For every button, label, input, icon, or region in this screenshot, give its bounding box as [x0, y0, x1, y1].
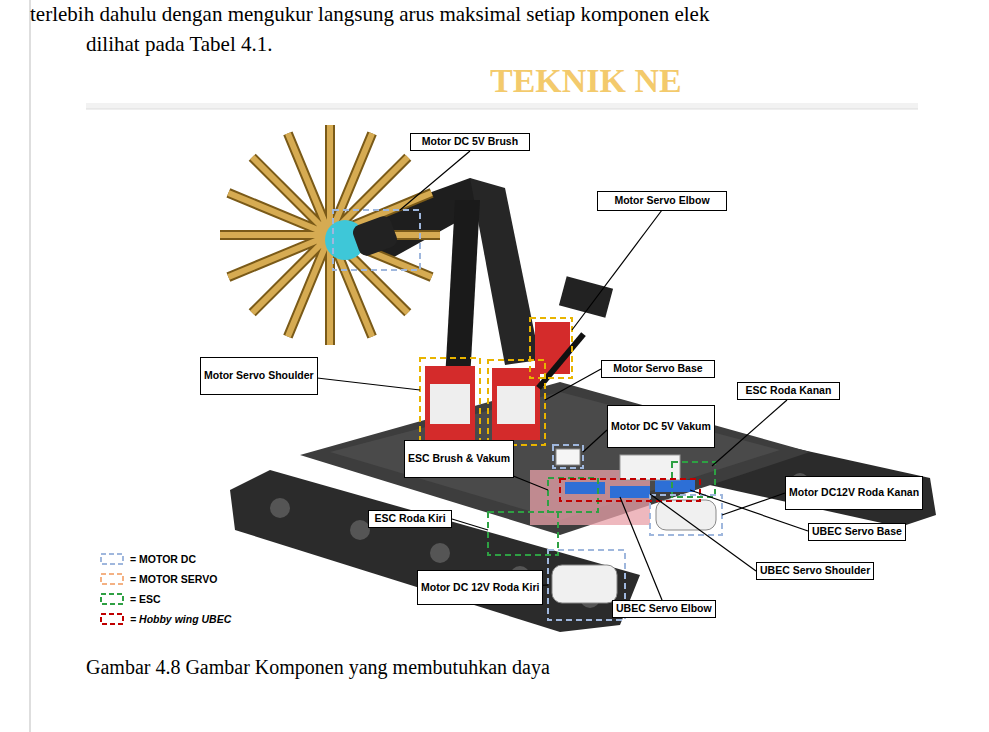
figure-caption: Gambar 4.8 Gambar Komponen yang membutuh…	[86, 656, 550, 679]
esc-marker	[548, 478, 598, 512]
callout-text: Motor Servo Base	[613, 362, 702, 375]
callout-text: Motor DC 12V Roda Kiri	[421, 581, 539, 594]
callout-text: Motor DC 5V Vakum	[611, 420, 711, 433]
ubec-module	[655, 480, 695, 492]
callout-box: UBEC Servo Shoulder	[756, 562, 874, 580]
servo-marker	[420, 358, 480, 445]
ubec-module	[610, 486, 650, 498]
callout-box: Motor DC12V Roda Kanan	[785, 476, 923, 510]
callout-text: Motor DC12V Roda Kanan	[789, 486, 919, 499]
vacuum-motor	[556, 449, 580, 465]
servo	[497, 386, 535, 424]
callout-text: UBEC Servo Elbow	[616, 602, 712, 615]
callout-box: Motor DC 5V Brush	[410, 133, 530, 151]
legend-entry: = MOTOR DC	[100, 553, 196, 565]
callout-text: ESC Roda Kiri	[374, 512, 445, 525]
base-plate	[300, 382, 810, 535]
legend-swatch	[100, 593, 124, 605]
callout-box: UBEC Servo Elbow	[612, 600, 716, 618]
callout-box: Motor Servo Elbow	[597, 191, 727, 211]
drive-motor	[552, 565, 617, 603]
margin-line	[30, 0, 31, 732]
motor-dc-marker	[650, 495, 722, 535]
legend-swatch	[100, 553, 124, 565]
body-text: terlebih dahulu dengan mengukur langsung…	[30, 2, 709, 27]
servo	[430, 384, 470, 424]
legend-swatch	[100, 613, 124, 625]
callout-box: Motor Servo Base	[601, 360, 715, 378]
servo	[535, 322, 570, 374]
callout-box: Motor DC 5V Vakum	[607, 405, 715, 448]
motor-dc-marker	[333, 210, 420, 270]
brush	[220, 125, 440, 345]
callout-box: ESC Roda Kiri	[368, 510, 452, 528]
esc-marker	[488, 512, 558, 555]
legend-entry: = Hobby wing UBEC	[100, 613, 231, 625]
callout-text: Motor Servo Elbow	[614, 194, 709, 207]
callout-box: Motor Servo Shoulder	[200, 357, 318, 395]
servo-marker	[530, 318, 572, 378]
image-toolbar-edge	[86, 109, 918, 110]
legend-entry: = MOTOR SERVO	[100, 573, 217, 585]
body-text: dilihat pada Tabel 4.1.	[86, 32, 273, 57]
leader-lines	[300, 151, 808, 600]
callout-text: ESC Roda Kanan	[746, 384, 832, 397]
ubec-marker	[560, 479, 700, 501]
servo-marker	[488, 360, 545, 445]
callout-box: Motor DC 12V Roda Kiri	[417, 570, 543, 605]
callout-text: ESC Brush & Vakum	[408, 452, 510, 465]
legend-text: = MOTOR SERVO	[130, 573, 217, 585]
callout-text: Motor DC 5V Brush	[422, 135, 518, 148]
watermark: TEKNIK NE	[490, 62, 682, 100]
legend-text: = MOTOR DC	[130, 553, 196, 565]
legend-text: = Hobby wing UBEC	[130, 613, 231, 625]
image-toolbar	[86, 103, 918, 109]
callout-box: ESC Roda Kanan	[737, 382, 840, 400]
legend-entry: = ESC	[100, 593, 161, 605]
callout-text: UBEC Servo Shoulder	[760, 564, 870, 577]
callout-text: UBEC Servo Base	[812, 525, 902, 538]
left-track	[230, 470, 640, 632]
servo	[425, 366, 475, 440]
legend-swatch	[100, 573, 124, 585]
motor-dc-marker	[553, 445, 583, 468]
lower-arm	[445, 200, 480, 380]
callout-box: ESC Brush & Vakum	[404, 440, 514, 478]
callout-box: UBEC Servo Base	[808, 523, 906, 541]
legend-text: = ESC	[130, 593, 161, 605]
callout-text: Motor Servo Shoulder	[204, 369, 314, 382]
